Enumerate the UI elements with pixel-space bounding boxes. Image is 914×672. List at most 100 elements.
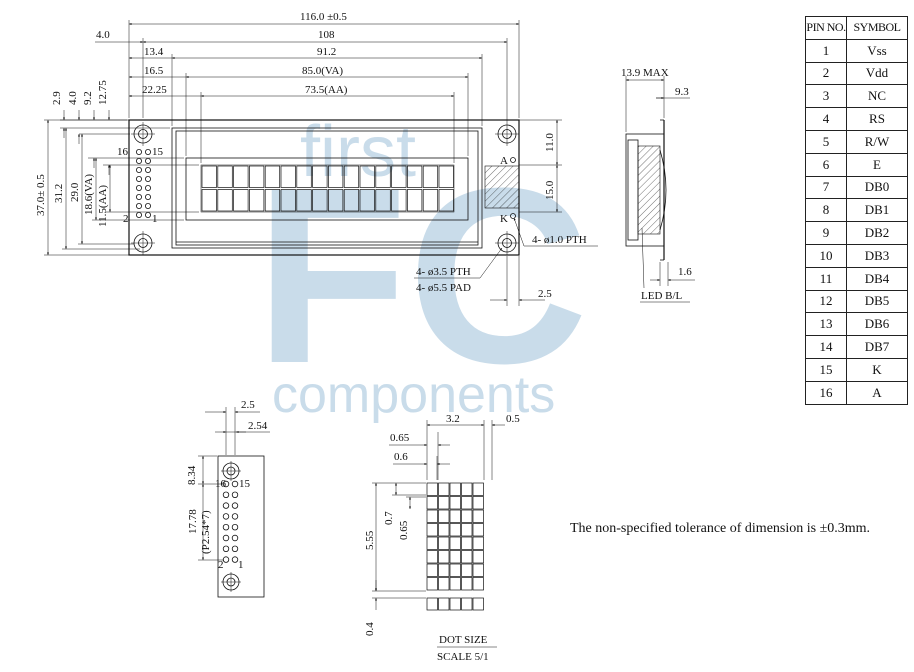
pin-pad	[135, 166, 142, 173]
bezel-inner	[175, 130, 479, 246]
pin-number-cell: 8	[805, 198, 847, 223]
dim-4: 4.0	[96, 29, 110, 41]
dot	[449, 509, 461, 523]
led-label-k: K	[500, 213, 508, 225]
dot	[472, 577, 484, 591]
watermark-line1: first	[300, 112, 416, 192]
dot	[438, 536, 450, 550]
pin-symbol-cell: A	[846, 380, 908, 405]
pin-pad	[231, 524, 239, 531]
dim-2-9: 2.9	[51, 91, 63, 105]
dim-dot-5-55: 5.55	[364, 530, 376, 550]
dim-detail-pitch: (P2.54*7)	[200, 510, 212, 554]
dot	[472, 496, 484, 510]
watermark-line2: components	[272, 366, 555, 424]
viewing-area	[185, 157, 469, 221]
dot	[449, 482, 461, 496]
dim-108: 108	[318, 29, 335, 41]
dim-37: 37.0± 0.5	[35, 174, 47, 216]
pin-pad	[144, 193, 151, 200]
dim-22-25: 22.25	[142, 84, 167, 96]
character-cell	[201, 189, 217, 212]
character-cell	[359, 189, 375, 212]
dot	[426, 563, 438, 577]
active-area	[200, 164, 455, 213]
callout-pth-3-5mm: 4- ø3.5 PTH	[416, 266, 471, 278]
pin-number-cell: 5	[805, 129, 847, 154]
pin-label-15: 15	[152, 146, 164, 158]
bezel-outer	[171, 127, 483, 249]
pin-number-cell: 10	[805, 243, 847, 268]
dim-11-0: 11.0	[544, 133, 556, 152]
pin-pad	[231, 502, 239, 509]
pin-table-header-symbol: SYMBOL	[846, 16, 908, 40]
dot	[472, 523, 484, 537]
dim-29: 29.0	[69, 182, 81, 202]
pin-symbol-cell: DB5	[846, 289, 908, 314]
character-cell	[233, 189, 249, 212]
pin-pad	[231, 534, 239, 542]
dot	[438, 577, 450, 591]
dim-dot-0-7: 0.7	[383, 511, 395, 525]
pin-symbol-cell: RS	[846, 107, 908, 131]
detail-pin-label-15: 15	[239, 478, 251, 490]
pin-pad	[144, 166, 151, 173]
pin-pad	[231, 491, 239, 498]
cursor-dot	[426, 597, 438, 611]
pin-symbol-cell: E	[846, 152, 908, 177]
pin-number-cell: 9	[805, 221, 847, 245]
pin-pad	[222, 534, 230, 542]
dot	[449, 496, 461, 510]
dim-dot-0-65-v: 0.65	[398, 520, 410, 540]
cursor-dot	[449, 597, 461, 611]
pin-pad	[144, 184, 151, 191]
character-cell	[375, 189, 391, 212]
pin-number-cell: 4	[805, 107, 847, 131]
character-cell	[264, 189, 281, 212]
character-cell	[217, 189, 233, 212]
pin-pad	[222, 491, 230, 498]
dot-size-scale: SCALE 5/1	[437, 651, 489, 663]
pin-symbol-cell: K	[846, 357, 908, 382]
character-cell	[280, 165, 296, 188]
character-cell	[312, 189, 328, 212]
character-cell	[296, 189, 312, 212]
dot	[449, 563, 461, 577]
pin-number-cell: 12	[805, 289, 847, 314]
mounting-hole-tr	[495, 122, 519, 146]
character-cell	[359, 165, 375, 188]
dot	[426, 523, 438, 537]
dim-dot-0-5: 0.5	[506, 413, 520, 425]
pin-pad	[135, 175, 142, 182]
pin-number-cell: 14	[805, 335, 847, 359]
mounting-hole-br	[495, 231, 519, 255]
dim-13-4: 13.4	[144, 46, 164, 58]
character-cell	[438, 189, 454, 212]
dot-size-title: DOT SIZE	[439, 634, 488, 646]
pin-pad	[231, 556, 239, 563]
pin-pad	[144, 202, 151, 209]
side-view: 13.9 MAX 9.3 1.6 LED B/L	[621, 67, 695, 303]
dot	[426, 577, 438, 591]
pin-pad	[231, 513, 239, 520]
dot	[438, 482, 450, 496]
character-cell	[249, 189, 265, 212]
dim-dot-0-65-h: 0.65	[390, 432, 410, 444]
pin-number-cell: 16	[805, 380, 847, 405]
pin-pad	[222, 513, 230, 520]
tolerance-note: The non-specified tolerance of dimension…	[570, 521, 871, 536]
dim-15-0: 15.0	[544, 180, 556, 200]
detail-pin-header	[222, 480, 239, 563]
character-cell	[422, 165, 439, 188]
pin-number-cell: 2	[805, 61, 847, 86]
dot	[461, 509, 473, 523]
dot	[449, 577, 461, 591]
led-label-a: A	[500, 155, 508, 167]
